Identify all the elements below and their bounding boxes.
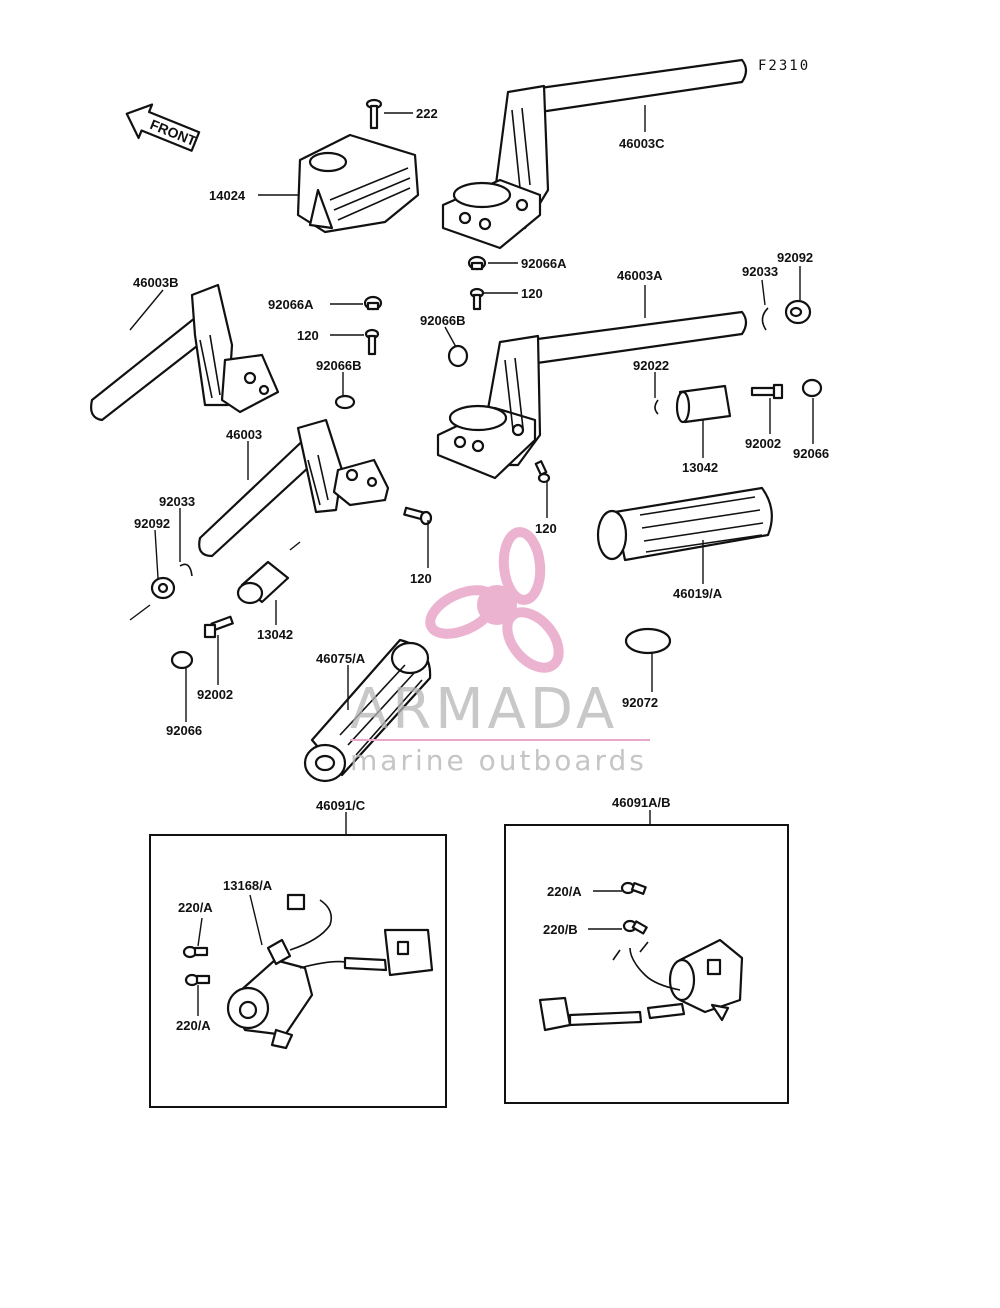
screw-120-d [534,460,551,484]
label-92022: 92022 [633,358,669,373]
label-120-a: 120 [521,286,543,301]
label-220b: 220/B [543,922,578,937]
diagram-reference: F2310 [758,58,810,74]
screw-220b-right [622,919,648,935]
clip-92033-left [179,563,193,577]
screw-120-b [364,328,380,356]
cap-92066b-left [334,394,356,410]
label-220a-left-2: 220/A [176,1018,211,1033]
label-46075a: 46075/A [316,651,366,666]
grip-46075a [303,638,432,783]
label-13168a: 13168/A [223,878,273,893]
screw-222 [365,98,383,130]
leader-lines [129,105,814,1016]
right-switch-assembly [538,938,744,1032]
label-92066-left: 92066 [166,723,202,738]
nut-92092-left [150,576,176,600]
bolt-92002-right [750,383,784,400]
screw-120-a [469,287,485,311]
label-46091c: 46091/C [316,798,366,813]
watermark-brand: ARMADA [350,677,618,742]
label-120-d: 120 [535,521,557,536]
weight-13042-right [675,384,732,424]
label-14024: 14024 [209,188,246,203]
clamp-92072 [624,627,672,655]
front-arrow-icon: FRONT [125,103,201,152]
label-92072: 92072 [622,695,658,710]
weight-13042-left [236,560,290,605]
clip-92022 [654,399,659,415]
screw-220a-left-1 [182,945,209,959]
label-92033-left: 92033 [159,494,195,509]
grip-46019a [596,486,773,562]
part-labels: 222 46003C 14024 92066A 46003A 92033 920… [133,106,829,1033]
label-92066a-top: 92066A [521,256,567,271]
label-13042-left: 13042 [257,627,293,642]
cap-92066a-left [363,295,383,311]
label-46019a: 46019/A [673,586,723,601]
cap-92066b-right [447,344,469,368]
handlebar-46003 [198,418,390,558]
armada-logo-icon [425,527,564,673]
label-92002-left: 92002 [197,687,233,702]
label-92092-left: 92092 [134,516,170,531]
bolt-92002-left [203,615,234,639]
screw-220a-left-2 [184,973,211,987]
label-46003c: 46003C [619,136,665,151]
label-92092-right: 92092 [777,250,813,265]
left-switch-assembly [226,893,434,1050]
cap-92066-left [170,650,194,670]
label-92066a-left: 92066A [268,297,314,312]
nut-92092-right [784,299,812,325]
switch-box-right [504,824,789,1104]
label-92033-right: 92033 [742,264,778,279]
label-46003b: 46003B [133,275,179,290]
label-46091ab: 46091A/B [612,795,671,810]
label-220a-right: 220/A [547,884,582,899]
label-92066b-right: 92066B [420,313,466,328]
label-92066b-left: 92066B [316,358,362,373]
switch-box-left [149,834,447,1108]
cap-92066-right [801,378,823,398]
switch-bracket-14024 [296,133,420,234]
label-222: 222 [416,106,438,121]
label-46003: 46003 [226,427,262,442]
label-92002-right: 92002 [745,436,781,451]
clip-92033-right [761,307,769,331]
label-120-c: 120 [410,571,432,586]
handlebar-46003c [441,58,748,250]
handlebar-46003b [90,283,280,422]
screw-120-c [403,506,433,526]
label-220a-left-1: 220/A [178,900,213,915]
watermark-tagline: marine outboards [350,744,647,777]
handlebar-46003a [436,310,748,480]
label-13042-right: 13042 [682,460,718,475]
label-120-b: 120 [297,328,319,343]
label-92066-right: 92066 [793,446,829,461]
screw-220a-right [620,881,647,895]
label-46003a: 46003A [617,268,663,283]
cap-92066a-top [467,255,487,271]
